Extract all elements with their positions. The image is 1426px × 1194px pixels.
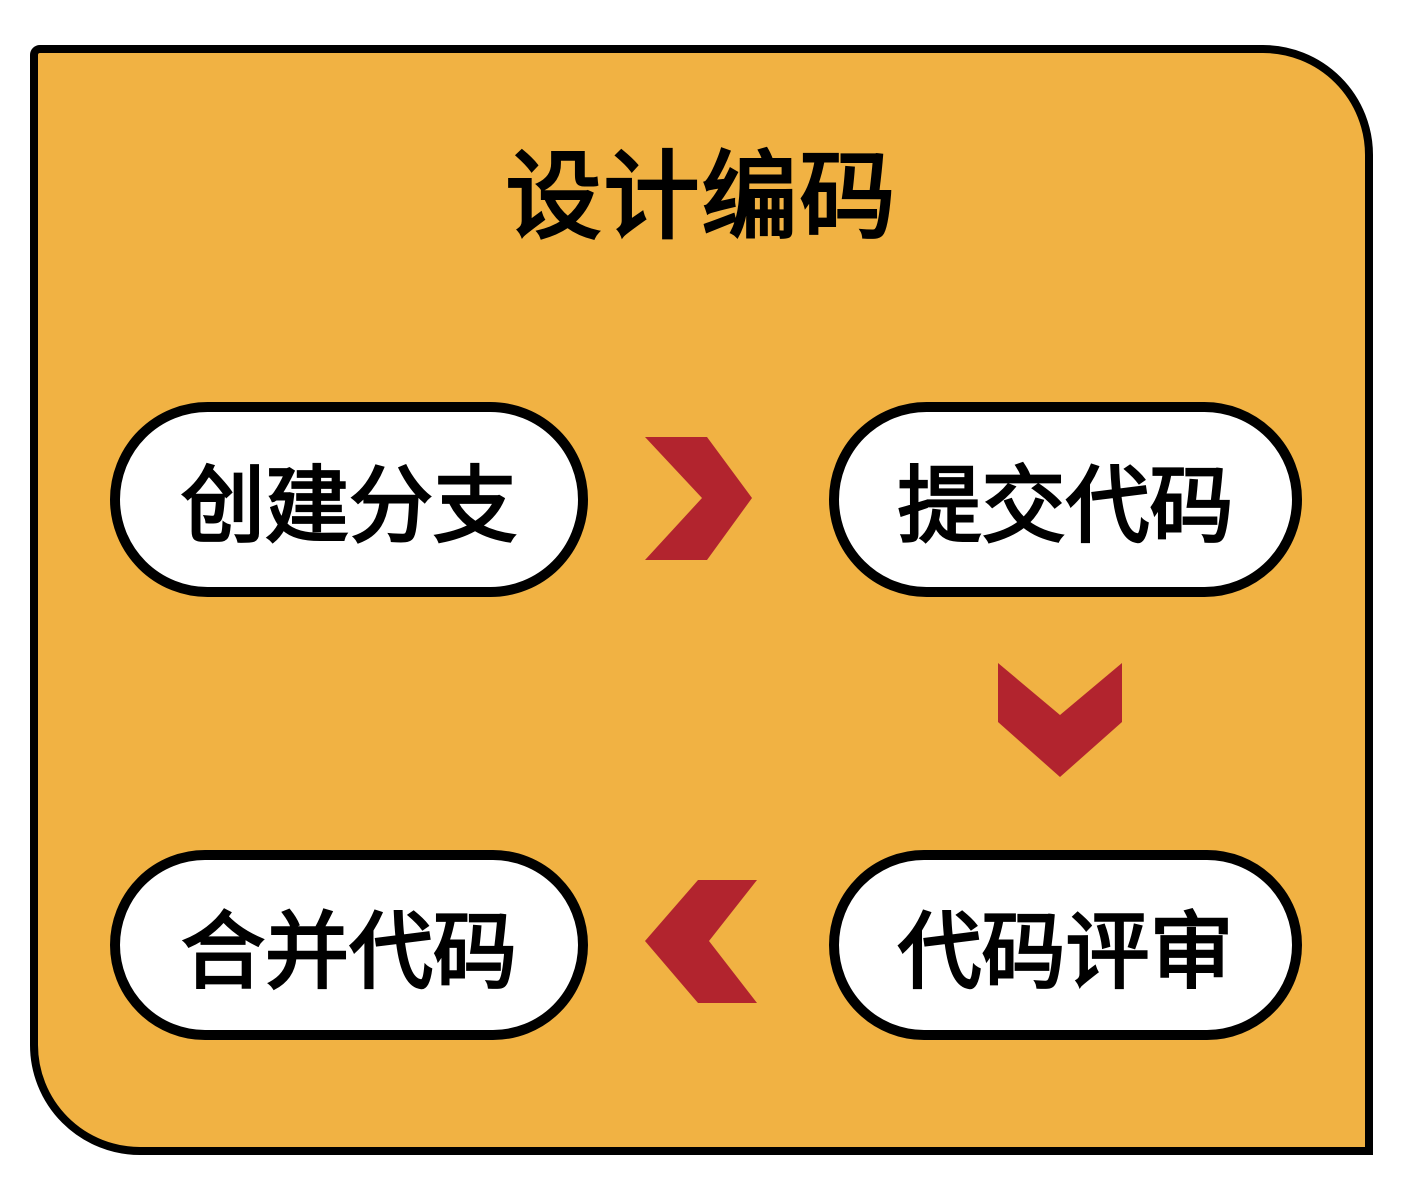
diagram-title: 设计编码: [505, 144, 898, 251]
node-merge-code-label: 合并代码: [180, 904, 517, 999]
node-code-review-label: 代码评审: [897, 904, 1234, 999]
node-create-branch: 创建分支: [110, 402, 588, 597]
node-commit-code-label: 提交代码: [897, 459, 1234, 553]
chevron-right-icon: [645, 437, 752, 560]
node-code-review: 代码评审: [829, 850, 1302, 1040]
chevron-left-icon: [645, 880, 757, 1003]
node-commit-code: 提交代码: [829, 402, 1302, 597]
node-merge-code: 合并代码: [110, 850, 588, 1040]
chevron-down-icon: [998, 663, 1122, 777]
node-create-branch-label: 创建分支: [180, 459, 517, 553]
